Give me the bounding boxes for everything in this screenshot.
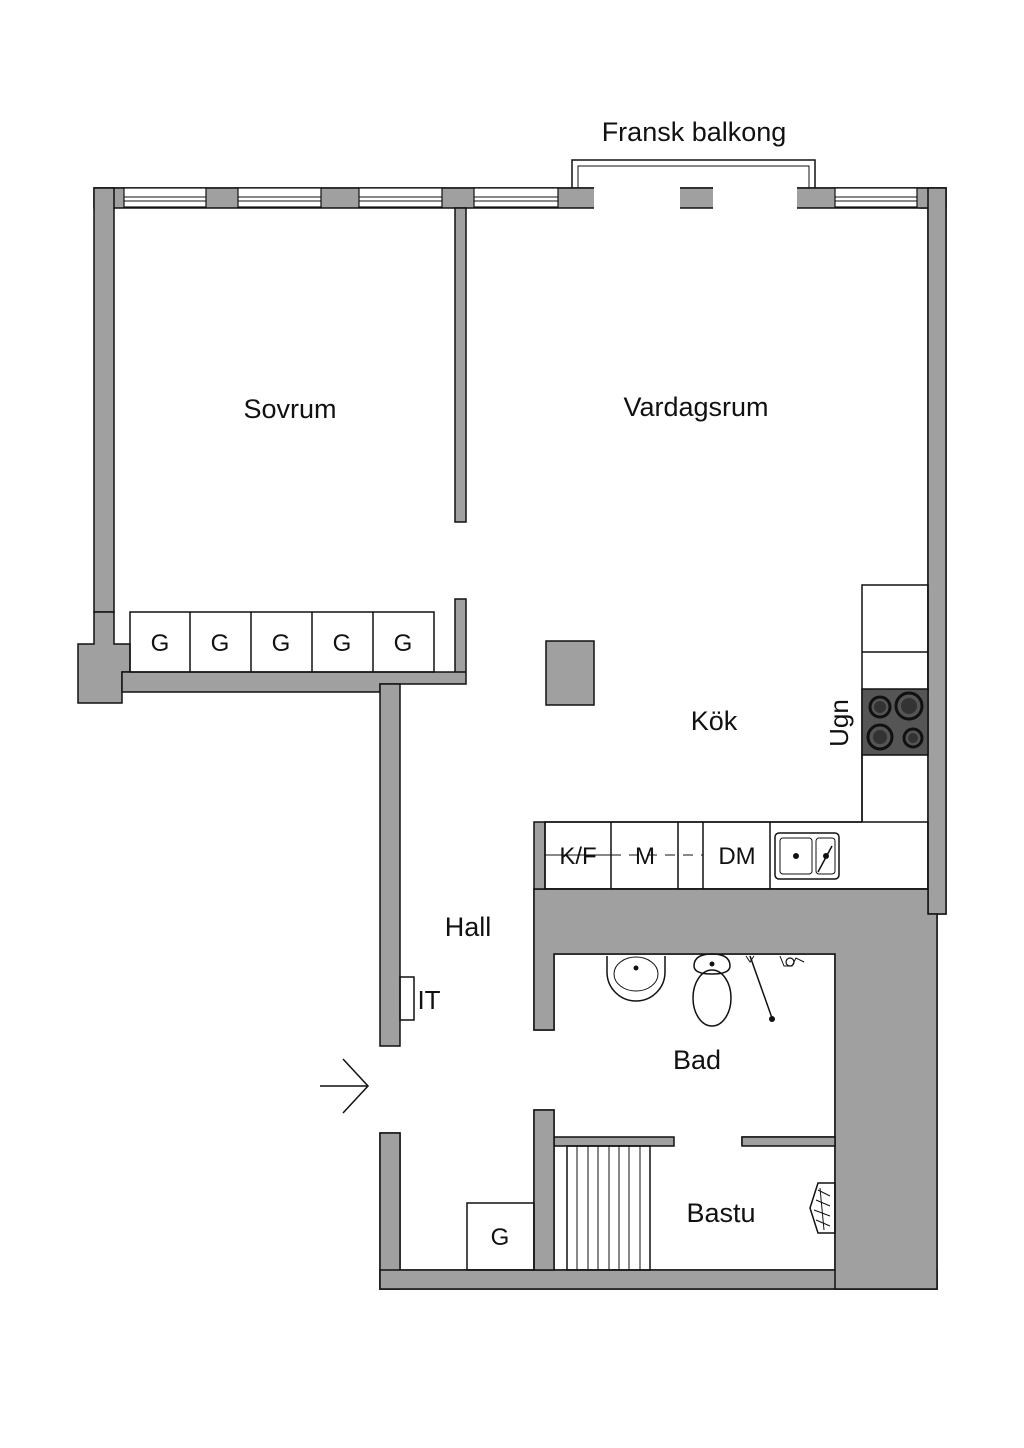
living-room-label: Vardagsrum [623,392,768,422]
kitchen-unit-dm: DM [718,843,755,870]
right-wall-block [533,888,938,1290]
sauna-bench [566,1145,651,1271]
balcony-door [594,187,680,209]
kitchen-unit-kf: K/F [559,843,596,870]
hall-sauna-wall [533,1109,555,1271]
entrance-arrow-icon [320,1058,370,1114]
kitchen-counter-bottom: K/F M DM [544,821,929,890]
balcony-door [713,187,797,209]
column [545,640,595,706]
sauna-heater-icon [809,1182,836,1234]
right-wall-upper [927,187,947,915]
it-label: IT [417,985,440,1015]
hall-left-wall-upper [379,683,401,1047]
partition-wall [454,207,467,523]
bath-label: Bad [673,1045,721,1075]
hall-wardrobe: G [466,1202,535,1271]
hall-label: Hall [445,912,492,942]
hall-wardrobe-label: G [491,1224,510,1251]
shower-icon [745,955,805,1022]
sauna-wall-right [741,1136,836,1147]
washbasin-icon [606,956,666,1002]
balcony-label: Fransk balkong [602,117,787,147]
kitchen-label: Kök [691,706,738,736]
bedroom-bottom-wall [121,598,467,693]
bedroom-wardrobes: G G G G G [129,611,435,673]
hall-left-wall-lower [379,1132,401,1290]
oven-label: Ugn [824,699,854,747]
kitchen-return-wall [533,821,546,890]
wardrobe-label: G [394,630,413,657]
bedroom-label: Sovrum [243,394,336,424]
wardrobe-label: G [211,630,230,657]
toilet-icon [692,953,732,1027]
it-cabinet [399,976,415,1021]
sauna-label: Bastu [686,1198,755,1228]
wardrobe-label: G [272,630,291,657]
balcony-railing [571,159,816,188]
wardrobe-label: G [333,630,352,657]
sink-icon [774,832,840,880]
hob-icon [861,688,929,756]
wardrobe-label: G [151,630,170,657]
outer-wall [94,187,947,1290]
sauna-wall-left [553,1136,675,1147]
left-wall [93,187,115,613]
kitchen-unit-m: M [635,843,655,870]
